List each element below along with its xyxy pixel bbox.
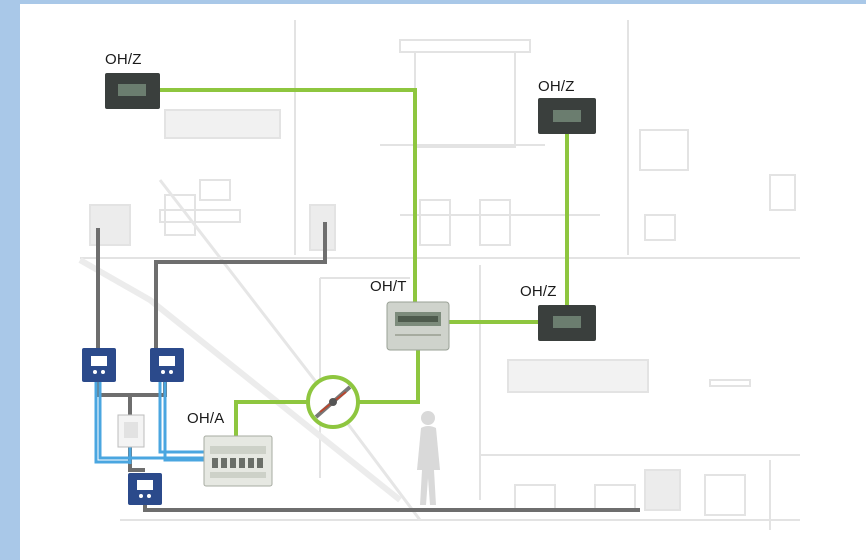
person-silhouette-icon: [417, 411, 440, 505]
label-zone-mid-right: OH/Z: [520, 283, 557, 300]
green-wiring: [158, 88, 569, 440]
switch-box-icon: [128, 473, 162, 505]
distribution-box-icon: [203, 435, 273, 487]
left-border: [0, 0, 20, 560]
zone-panel-icon: [105, 73, 160, 109]
zone-panel-icon: [538, 305, 596, 341]
blue-wiring: [94, 380, 205, 464]
label-zone-top-right: OH/Z: [538, 78, 575, 95]
label-zone-top-left: OH/Z: [105, 51, 142, 68]
top-border: [0, 0, 866, 4]
switch-box-icon: [82, 348, 116, 382]
label-thermostat: OH/T: [370, 278, 407, 295]
switch-box-icon: [150, 348, 184, 382]
wall-device-icon: [117, 414, 145, 448]
zone-panel-icon: [538, 98, 596, 134]
valve-icon: [306, 375, 360, 429]
thermostat-panel-icon: [386, 301, 450, 351]
house-background: [78, 20, 800, 530]
label-actuator: OH/A: [187, 410, 225, 427]
